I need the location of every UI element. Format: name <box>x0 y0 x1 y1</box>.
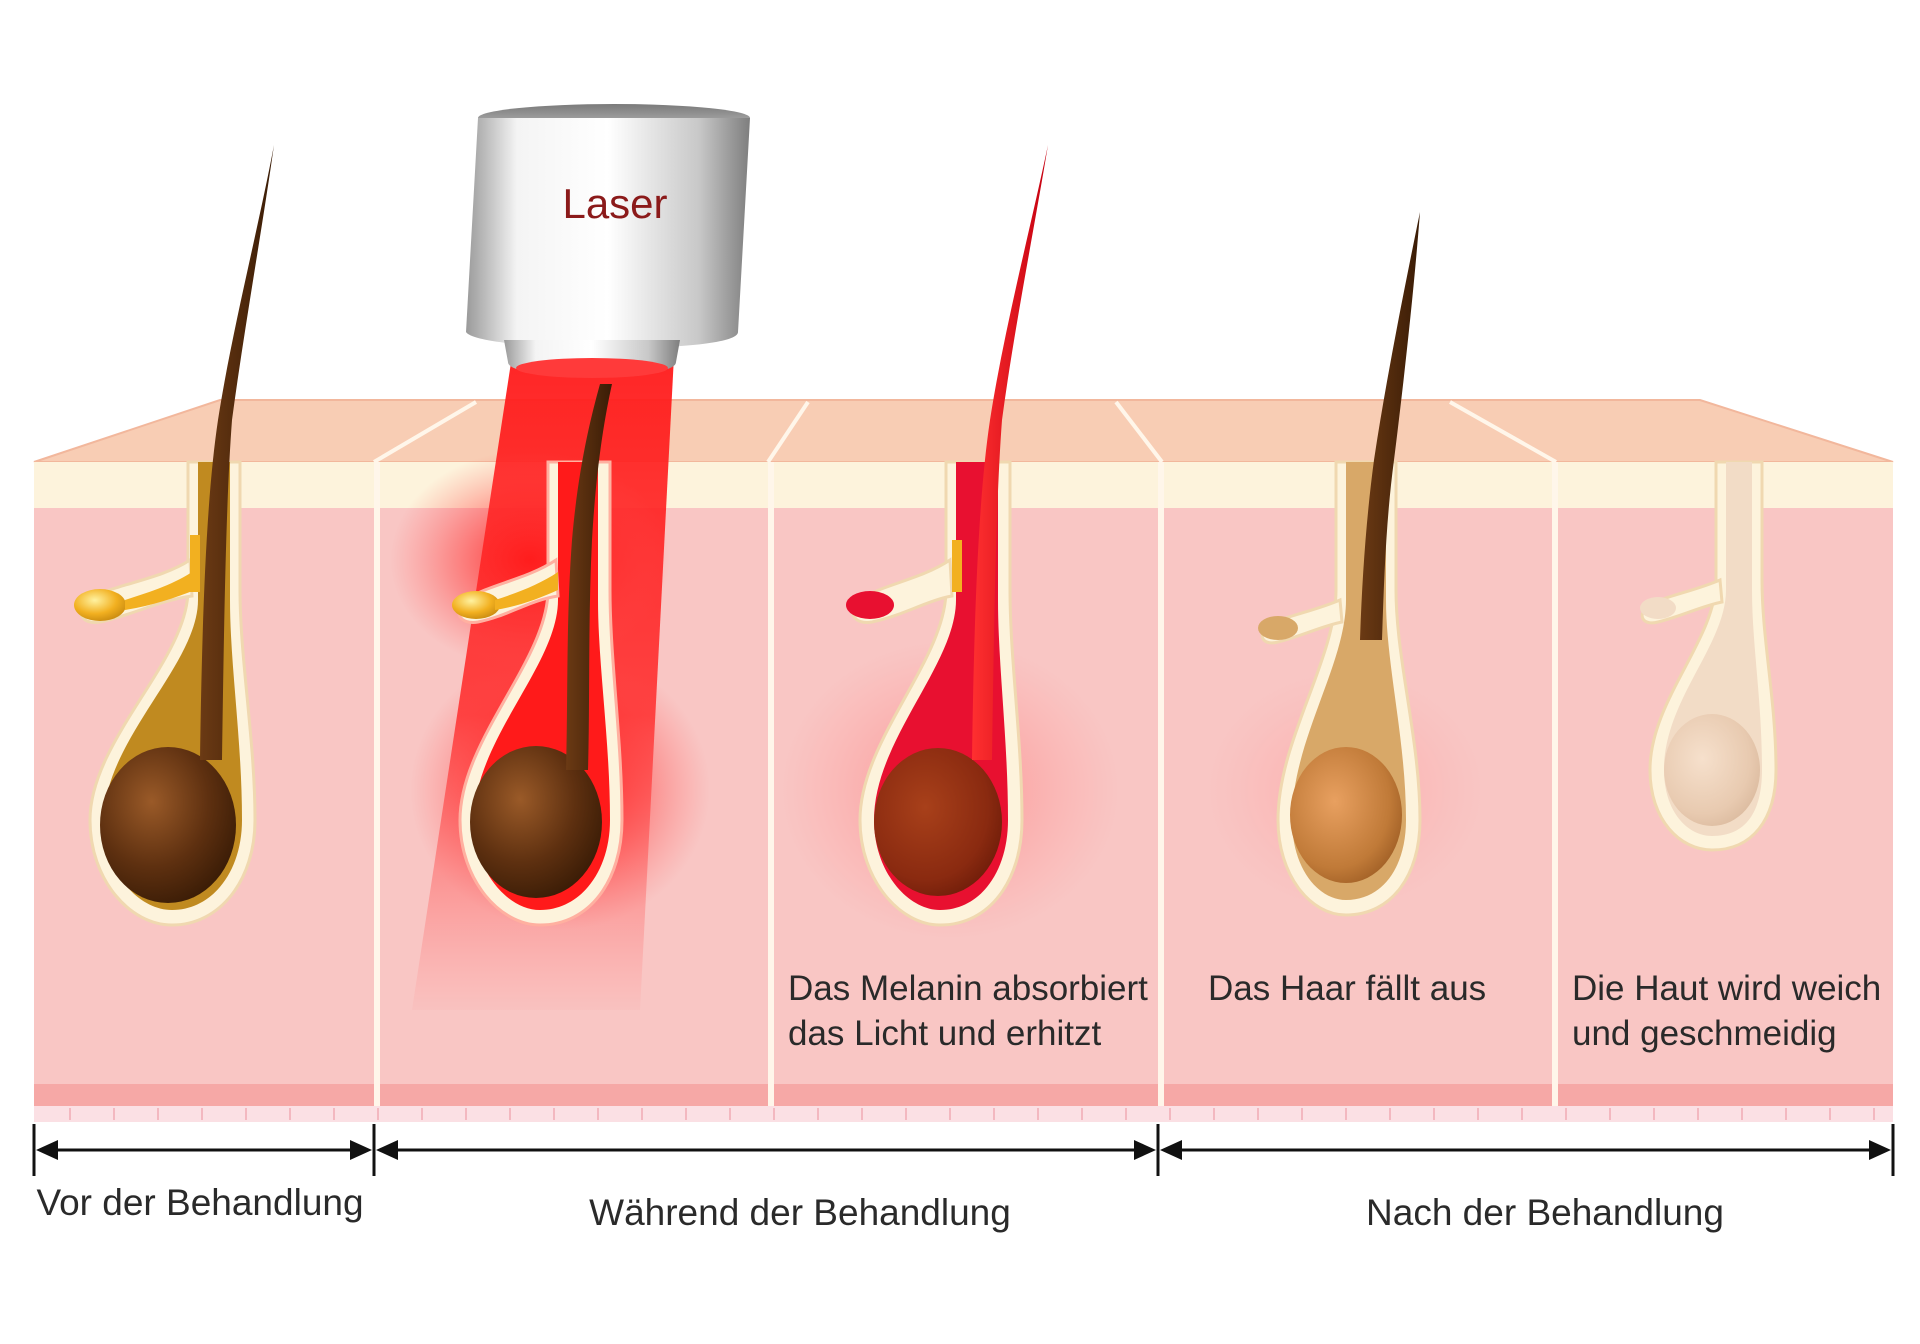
bottom-cell-row <box>34 1106 1893 1122</box>
caption-melanin-line-2: das Licht und erhitzt <box>788 1014 1102 1053</box>
hair-follicle-empty <box>1640 460 1778 852</box>
hair-follicle-before <box>74 145 274 927</box>
arrow-before <box>36 1140 372 1160</box>
phase-label-during: Während der Behandlung <box>589 1192 1011 1233</box>
hair-follicle-shedding <box>1258 212 1422 917</box>
hair-follicle-heating <box>846 145 1048 927</box>
skin-top-surface <box>33 399 1894 463</box>
panel-dividers <box>374 462 1558 1122</box>
top-surface-dividers <box>372 400 1557 464</box>
caption-melanin-line-1: Das Melanin absorbiert <box>788 969 1148 1008</box>
arrow-after <box>1160 1140 1891 1160</box>
laser-label: Laser <box>562 180 667 227</box>
phase-label-before: Vor der Behandlung <box>36 1182 363 1223</box>
hair-follicle-laser <box>452 384 624 927</box>
phase-arrows <box>32 1124 1895 1176</box>
arrow-during <box>376 1140 1156 1160</box>
phase-label-after: Nach der Behandlung <box>1366 1192 1724 1233</box>
caption-hair-falls: Das Haar fällt aus <box>1208 969 1486 1008</box>
laser-device: Laser <box>466 104 750 378</box>
caption-skin-smooth-line-1: Die Haut wird weich <box>1572 969 1881 1008</box>
caption-skin-smooth-line-2: und geschmeidig <box>1572 1014 1837 1053</box>
